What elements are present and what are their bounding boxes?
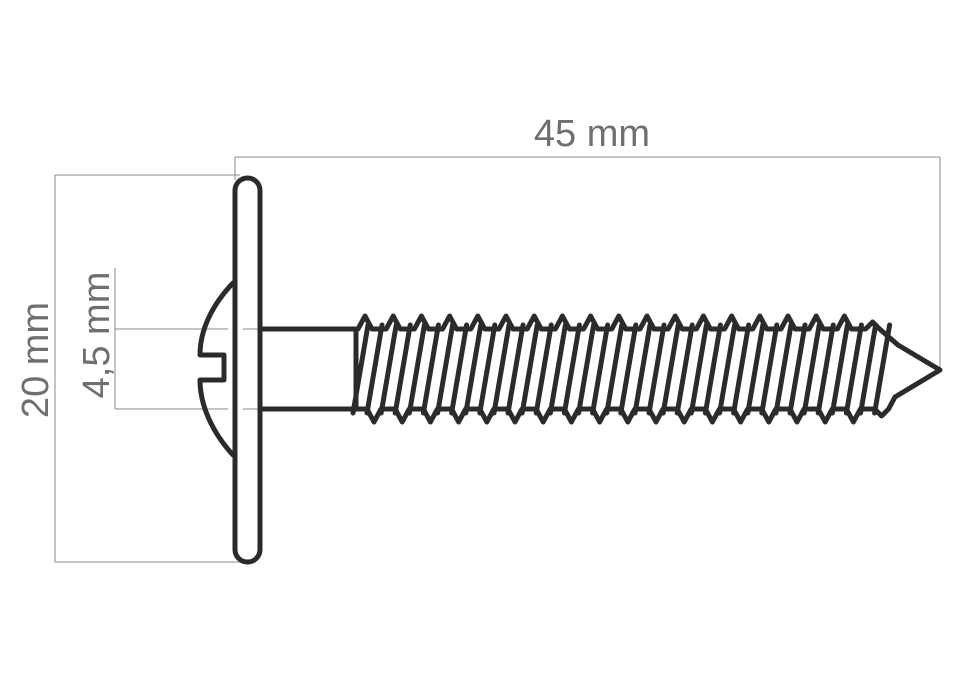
- thread-flank: [618, 322, 639, 416]
- thread-flank: [576, 322, 597, 416]
- washer-head: [232, 175, 263, 565]
- thread-top-edge: [355, 313, 901, 348]
- thread-flank: [702, 322, 723, 416]
- head-diameter-dimension: 20 mm: [15, 174, 240, 563]
- thread-flank: [660, 322, 681, 416]
- thread-flank: [350, 322, 371, 416]
- thread-flank: [533, 322, 554, 416]
- thread-flank: [435, 322, 456, 416]
- thread-flank: [815, 322, 836, 416]
- thread-flank: [604, 322, 625, 416]
- thread-flank: [843, 322, 864, 416]
- thread-flank: [829, 322, 850, 416]
- thread-flank: [632, 322, 653, 416]
- screw: [197, 175, 943, 565]
- thread-flank: [787, 322, 808, 416]
- thread-flank: [646, 322, 667, 416]
- thread-flank: [420, 322, 441, 416]
- thread-flank: [590, 322, 611, 416]
- thread-bottom-edge: [355, 394, 898, 425]
- thread-flank: [519, 322, 540, 416]
- thread-flank: [491, 322, 512, 416]
- thread-flank: [688, 322, 709, 416]
- thread-flank: [773, 322, 794, 416]
- thread-flank: [717, 322, 738, 416]
- thread-flank: [547, 322, 568, 416]
- length-dimension: 45 mm: [234, 113, 941, 368]
- shank: [257, 326, 361, 412]
- tip: [892, 342, 943, 400]
- thread-flank: [505, 322, 526, 416]
- thread-flank: [801, 322, 822, 416]
- thread-flank: [463, 322, 484, 416]
- thread-flank: [872, 322, 893, 416]
- thread-flank: [745, 322, 766, 416]
- length-label: 45 mm: [534, 113, 650, 155]
- thread-flank: [759, 322, 780, 416]
- shank-diameter-dimension: 4,5 mm: [76, 268, 258, 410]
- thread-flank: [406, 322, 427, 416]
- thread-flank: [449, 322, 470, 416]
- thread-flank: [378, 322, 399, 416]
- head-diameter-label: 20 mm: [15, 302, 57, 418]
- thread-flank: [392, 322, 413, 416]
- thread-flank: [477, 322, 498, 416]
- thread-flank: [731, 322, 752, 416]
- thread-flank: [674, 322, 695, 416]
- thread-flank: [561, 322, 582, 416]
- shank-diameter-label: 4,5 mm: [76, 272, 118, 399]
- thread-flank: [364, 322, 385, 416]
- thread: [350, 313, 901, 425]
- thread-flank: [858, 322, 879, 416]
- dome-head: [197, 280, 236, 458]
